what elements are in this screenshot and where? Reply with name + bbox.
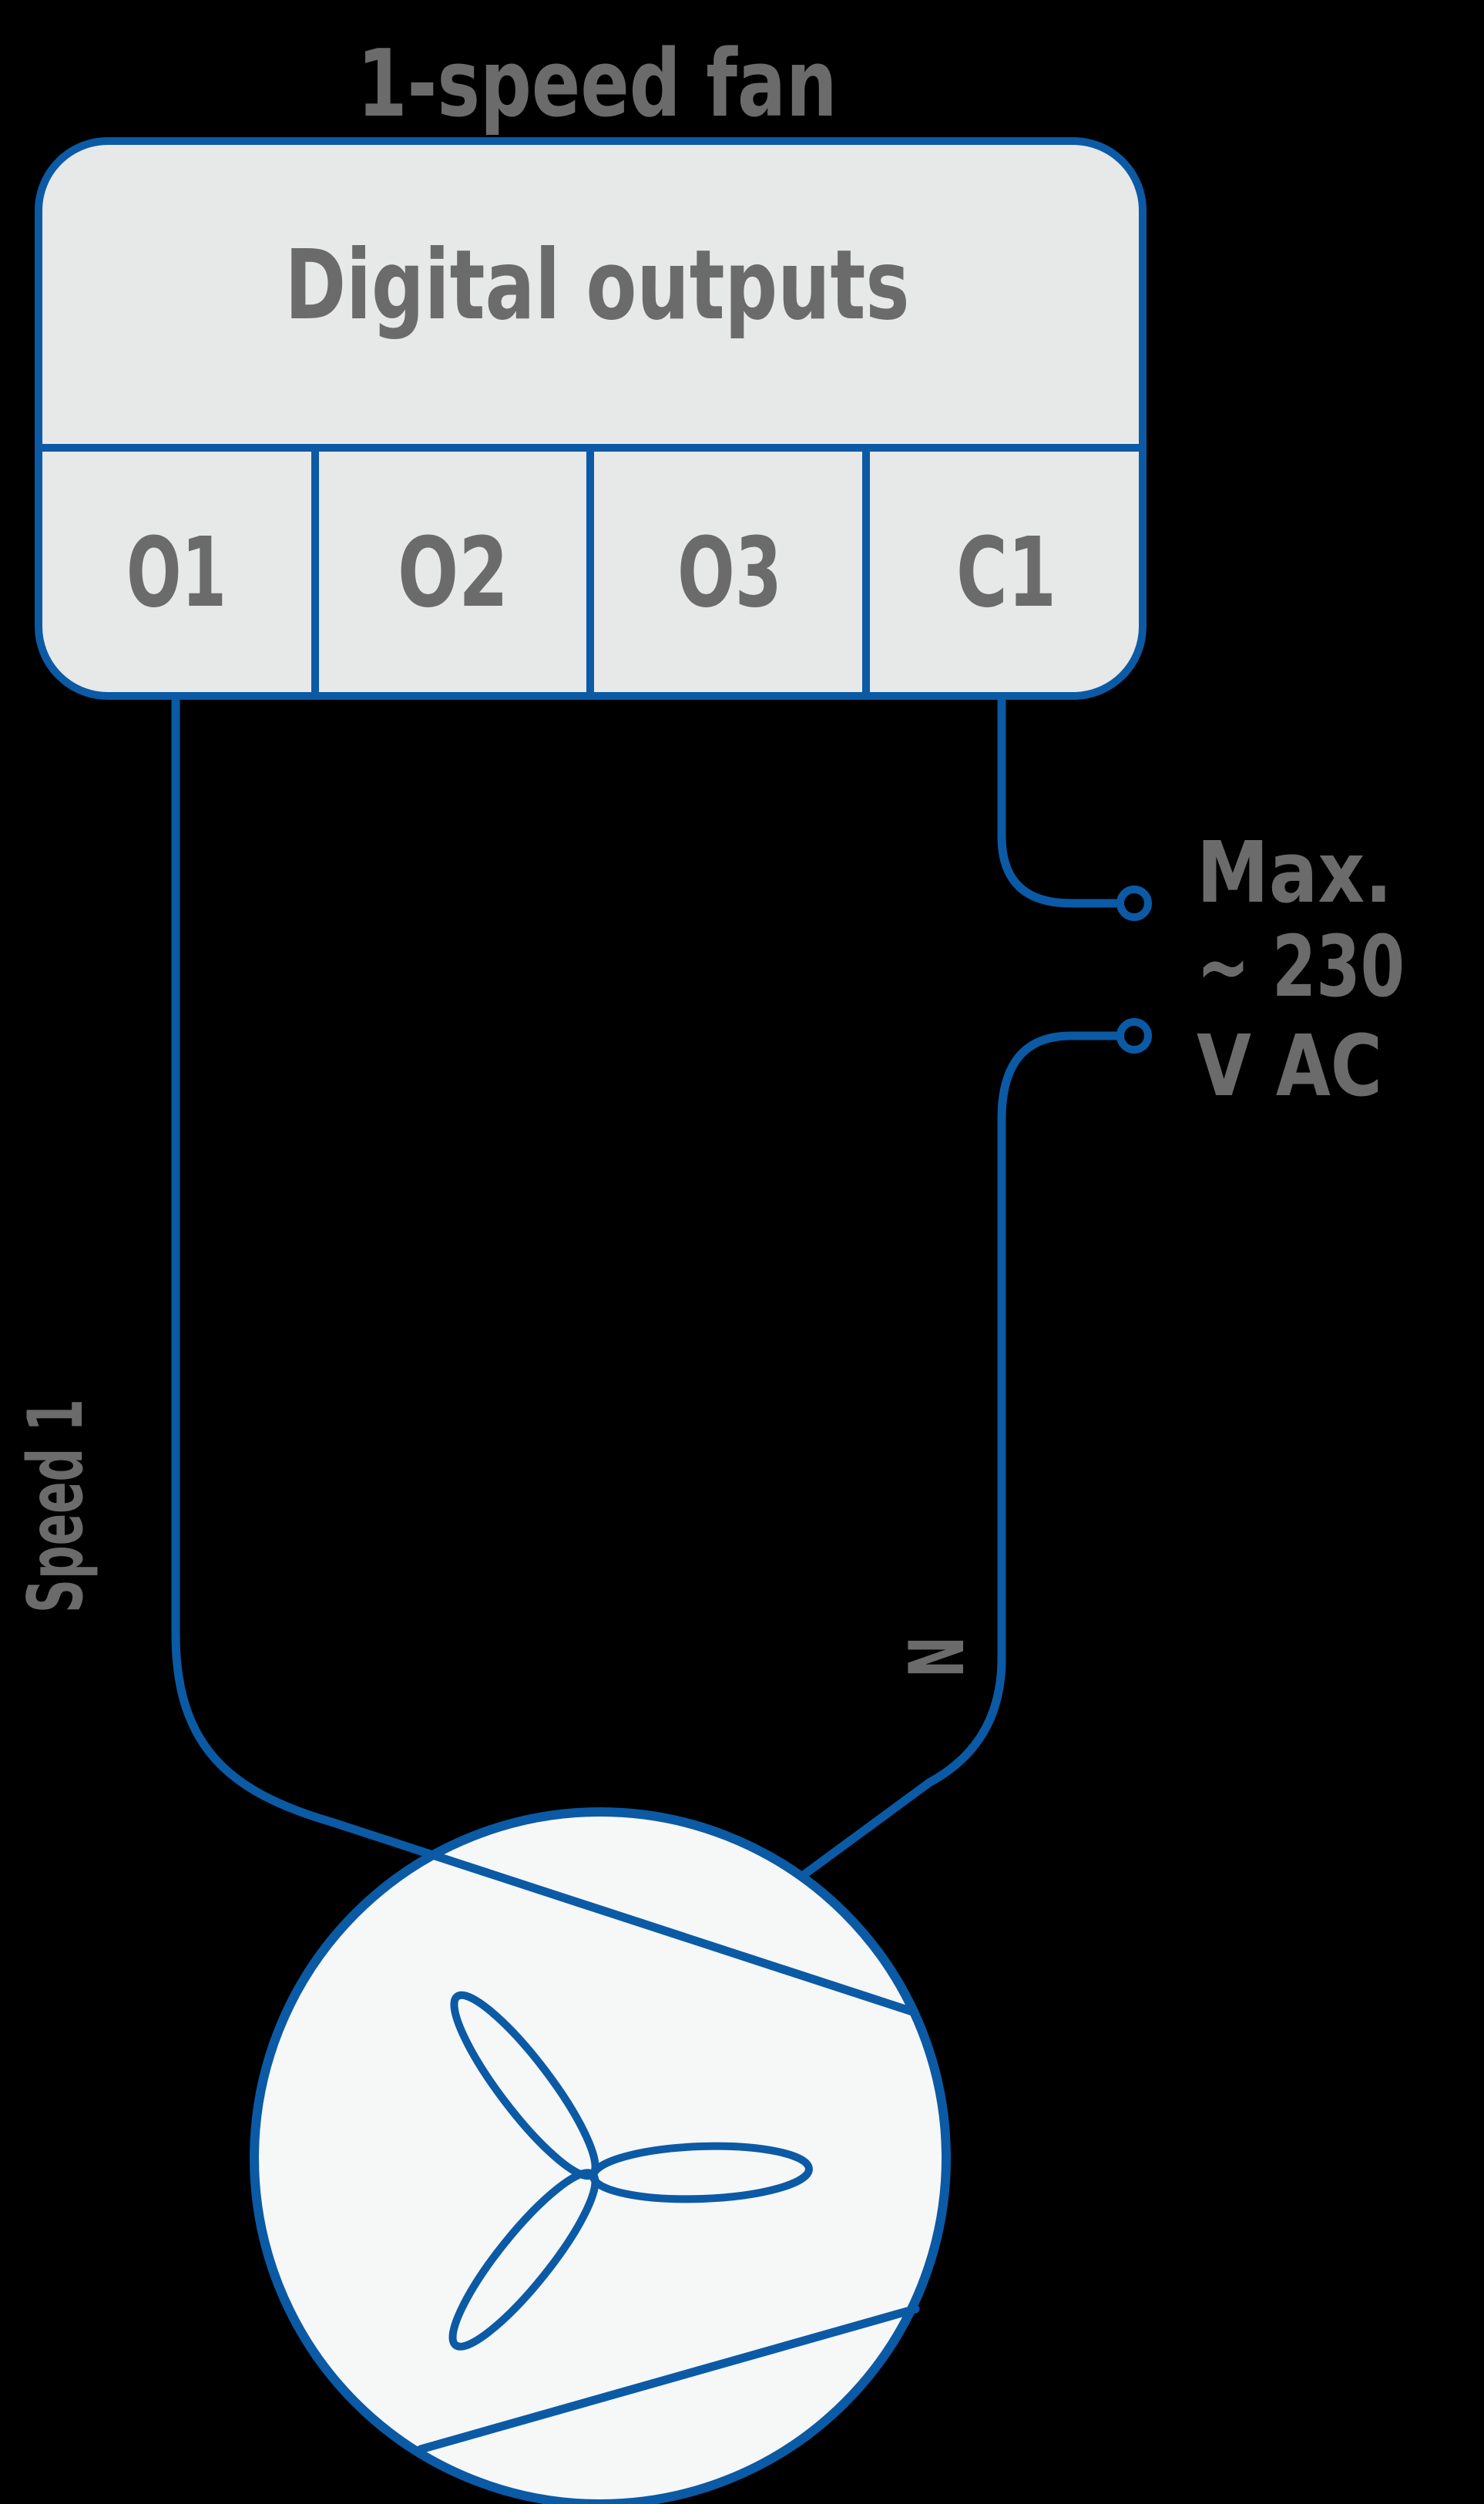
neutral-wire — [797, 1031, 1123, 1881]
diagram-title: 1-speed fan — [358, 31, 838, 138]
fan-motor-symbol — [250, 1807, 951, 2504]
wiring — [171, 687, 1123, 2017]
mains-supply-terminals — [1116, 886, 1152, 1054]
supply-terminal-live — [1116, 886, 1152, 921]
terminal-label-c1: C1 — [956, 517, 1056, 629]
supply-voltage-line1: Max. — [1197, 823, 1392, 922]
supply-voltage-label: Max. ~ 230 V AC — [1197, 823, 1405, 1115]
digital-outputs-block: Digital outputs O1 O2 O3 C1 — [35, 137, 1147, 700]
neutral-wire-label: N — [894, 1636, 982, 1678]
supply-voltage-line3: V AC — [1197, 1017, 1382, 1115]
c1-supply-wire — [997, 687, 1123, 908]
block-header-label: Digital outputs — [285, 230, 910, 341]
fan-propeller — [448, 1991, 813, 2351]
supply-terminal-neutral — [1116, 1018, 1152, 1054]
supply-voltage-line2: ~ 230 — [1197, 917, 1405, 1016]
terminal-label-o1: O1 — [126, 517, 227, 629]
speed1-wire-label: Speed 1 — [12, 1399, 100, 1613]
speed1-wire — [171, 687, 919, 2017]
fan-motor-circle — [250, 1807, 951, 2504]
fan-blade-lower-left — [448, 2169, 599, 2351]
terminal-label-o2: O2 — [398, 517, 509, 629]
terminal-label-o3: O3 — [677, 517, 782, 629]
fan-lower-wire-chord — [416, 2304, 920, 2454]
